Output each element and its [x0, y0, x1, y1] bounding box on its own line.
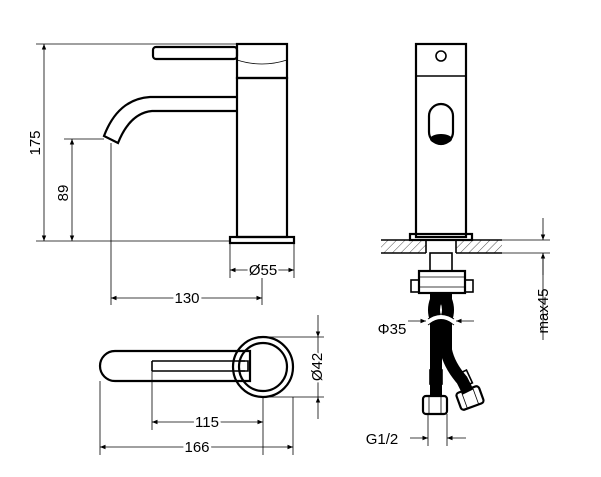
top-handle-circle	[237, 341, 289, 393]
countertop-left	[381, 240, 426, 253]
hose-left-nut	[421, 394, 449, 416]
dim-max45-label: max45	[535, 288, 552, 333]
top-lever-joint	[239, 360, 249, 372]
hose-left-braid	[429, 293, 441, 395]
top-base-circle	[231, 335, 295, 399]
dim-89-label: 89	[55, 185, 72, 202]
dim-35-label: Φ35	[378, 321, 407, 338]
front-shank	[429, 252, 453, 272]
front-nut-wing-right	[464, 279, 474, 293]
side-base	[228, 235, 296, 245]
hose-right-braid	[441, 293, 473, 395]
hose-break-gap	[426, 315, 456, 324]
dim-130-label: 130	[174, 290, 199, 307]
front-nut	[417, 269, 467, 295]
dim-115-label: 115	[195, 414, 219, 431]
countertop-right	[456, 240, 502, 253]
side-cap-curve	[236, 59, 288, 65]
top-view: Ø42 115 166	[98, 315, 328, 459]
hose-left-ferrule	[429, 369, 443, 385]
dim-55-label: Ø55	[249, 262, 277, 279]
front-nut-wing-left	[410, 279, 420, 293]
hose-right-ferrule	[454, 369, 474, 389]
side-top-cap	[235, 42, 289, 80]
hose-break-line1	[427, 313, 455, 320]
top-lever-outline	[98, 349, 252, 383]
dim-175-label: 175	[27, 130, 44, 155]
dim-g12-label: G1/2	[366, 431, 399, 448]
front-view: max45 Φ35 G1/2	[366, 42, 552, 448]
front-base	[408, 232, 474, 242]
side-lever	[151, 45, 239, 61]
dim-42-label: Ø42	[309, 353, 326, 381]
hose-break-line2	[427, 319, 455, 326]
front-aerator-outlet	[430, 134, 452, 144]
hose-right-nut	[455, 385, 485, 411]
dim-166-label: 166	[184, 439, 209, 456]
side-spout	[102, 95, 237, 145]
side-body	[235, 76, 289, 239]
front-indicator-icon	[435, 50, 447, 62]
front-body	[414, 42, 468, 239]
side-view: 175 89 Ø55 130	[27, 42, 296, 310]
